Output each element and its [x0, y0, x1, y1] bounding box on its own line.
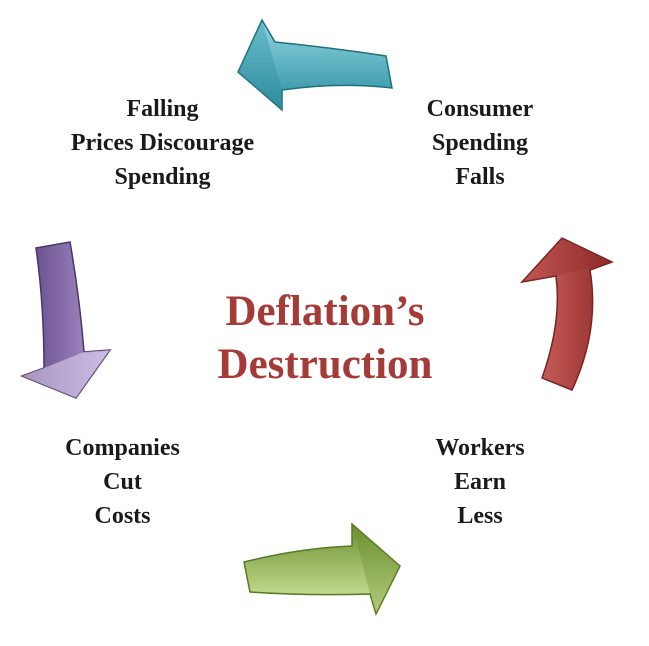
- workers-line-1: Workers: [435, 435, 525, 461]
- top-arrow-head-shade: [238, 20, 282, 110]
- consumer-spending-line-3: Falls: [455, 164, 505, 190]
- falling-prices-line-2: Prices Discourage: [70, 130, 255, 156]
- center-title-line-2: Destruction: [217, 341, 433, 388]
- workers-line-2: Earn: [453, 469, 506, 495]
- consumer-spending-label: Consumer Spending Falls: [395, 92, 565, 194]
- bottom-arrow-head-shade: [352, 524, 400, 614]
- companies-cut-costs-label: Companies Cut Costs: [40, 431, 205, 533]
- companies-line-2: Cut: [103, 469, 142, 495]
- falling-prices-label: Falling Prices Discourage Spending: [40, 92, 285, 194]
- bottom-arrow-body: [243, 522, 401, 617]
- falling-prices-line-3: Spending: [114, 164, 211, 190]
- workers-earn-less-label: Workers Earn Less: [400, 431, 560, 533]
- right-arrow-head-shade: [522, 238, 612, 282]
- top-arrow-body: [237, 18, 393, 112]
- consumer-spending-line-1: Consumer: [426, 96, 534, 122]
- left-arrow-head-highlight: [22, 350, 110, 398]
- center-title-line-1: Deflation’s: [225, 288, 425, 335]
- consumer-spending-line-2: Spending: [431, 130, 529, 156]
- falling-prices-line-1: Falling: [126, 96, 199, 122]
- center-title: Deflation’s Destruction: [170, 285, 480, 391]
- right-arrow-body: [519, 237, 614, 391]
- companies-line-3: Costs: [94, 503, 151, 529]
- companies-line-1: Companies: [65, 435, 180, 461]
- workers-line-3: Less: [457, 503, 503, 529]
